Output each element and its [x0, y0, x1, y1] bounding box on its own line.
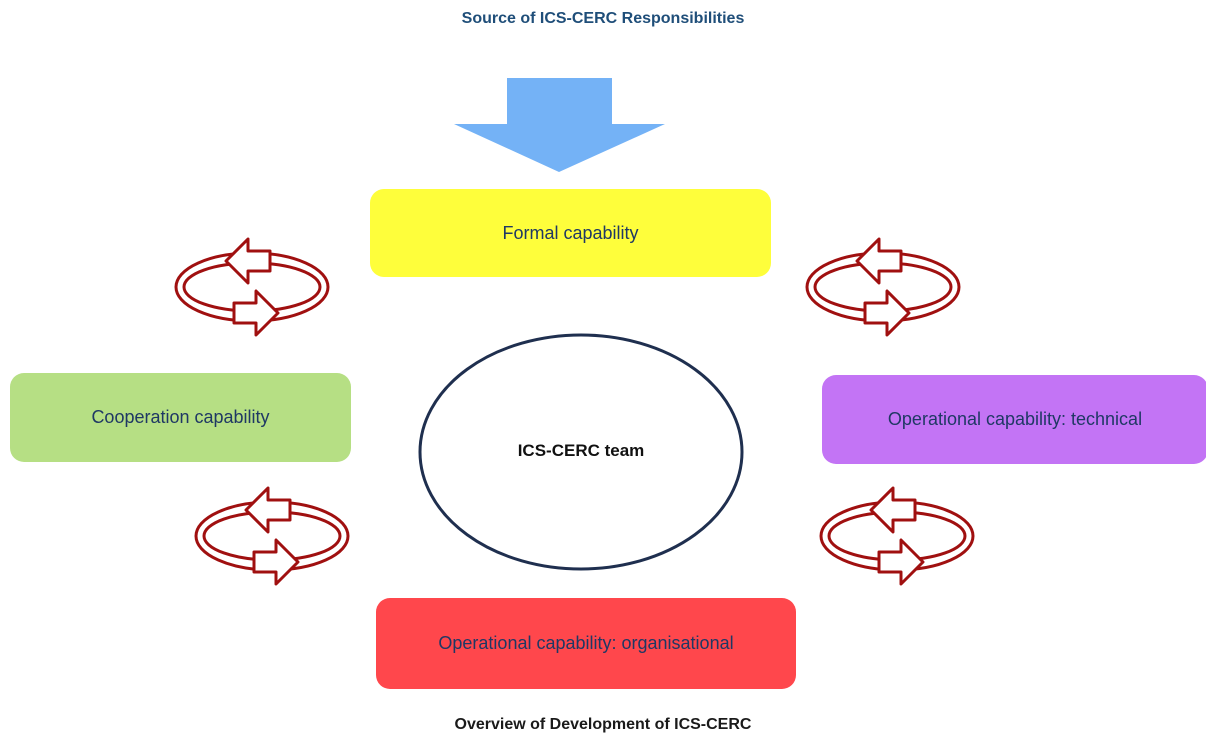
- cycle-arrows-icon: [805, 237, 961, 337]
- cycle-arrows-icon: [819, 486, 975, 586]
- cooperation-capability-label: Cooperation capability: [91, 407, 270, 427]
- formal-capability-label: Formal capability: [502, 222, 639, 243]
- down-arrow-icon: [454, 78, 665, 172]
- team-label: ICS-CERC team: [517, 441, 645, 460]
- organisational-capability-box: Operational capability: organisational: [376, 598, 796, 689]
- diagram-caption: Overview of Development of ICS-CERC: [454, 716, 752, 733]
- organisational-capability-label: Operational capability: organisational: [438, 633, 734, 653]
- cycle-arrows-icon: [194, 486, 350, 586]
- source-title: Source of ICS-CERC Responsibilities: [461, 10, 745, 27]
- cooperation-capability-box: Cooperation capability: [10, 373, 351, 462]
- technical-capability-box: Operational capability: technical: [822, 375, 1206, 464]
- cycle-arrows-icon: [174, 237, 330, 337]
- formal-capability-box: Formal capability: [370, 189, 771, 277]
- technical-capability-label: Operational capability: technical: [887, 409, 1143, 429]
- team-ellipse: [418, 333, 744, 571]
